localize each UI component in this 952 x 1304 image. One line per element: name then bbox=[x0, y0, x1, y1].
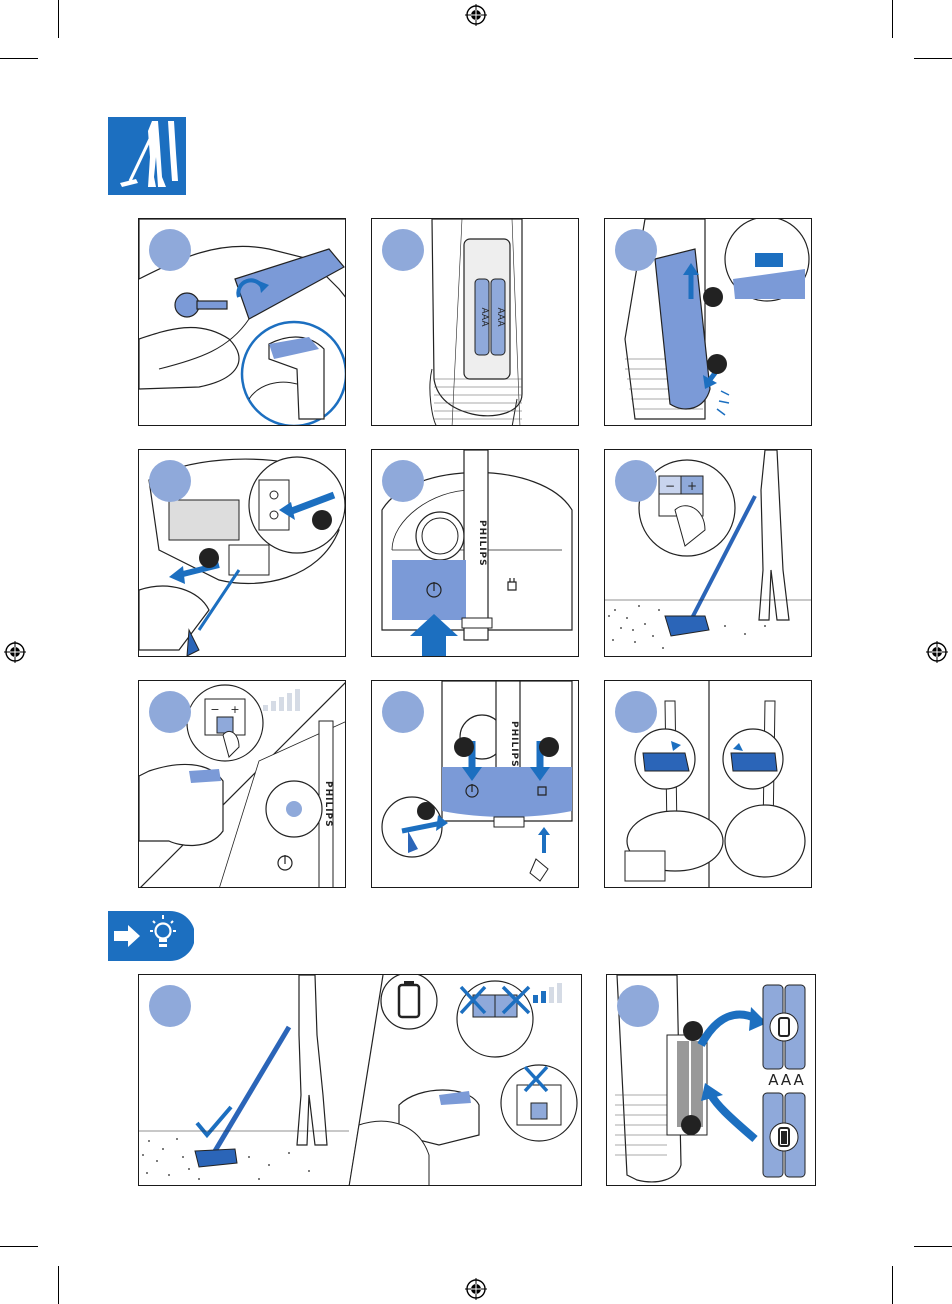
plus-symbol: + bbox=[230, 703, 239, 716]
plus-symbol: + bbox=[687, 479, 697, 493]
step-marker bbox=[617, 985, 659, 1027]
crop-mark bbox=[914, 1246, 952, 1247]
tip-panel-battery-low bbox=[138, 974, 582, 1186]
tip-lightbulb-icon bbox=[108, 911, 194, 961]
step-panel-parking-positions bbox=[604, 680, 812, 888]
crop-mark bbox=[892, 1266, 893, 1304]
step-marker bbox=[382, 460, 424, 502]
vacuuming-person-icon bbox=[108, 117, 186, 195]
brand-logo: PHILIPS bbox=[509, 721, 519, 768]
step-panel-remove-handle-cover bbox=[138, 218, 346, 426]
step-panel-pull-out-cord bbox=[138, 449, 346, 657]
crop-mark bbox=[892, 0, 893, 38]
crop-mark bbox=[0, 58, 38, 59]
step-marker bbox=[149, 985, 191, 1027]
step-marker bbox=[382, 691, 424, 733]
step-marker bbox=[615, 229, 657, 271]
brand-logo: PHILIPS bbox=[323, 781, 333, 828]
crop-mark bbox=[58, 1266, 59, 1304]
step-marker bbox=[615, 691, 657, 733]
tip-panel-replace-batteries: AAA bbox=[606, 974, 816, 1186]
registration-mark bbox=[926, 641, 948, 663]
registration-mark bbox=[465, 1278, 487, 1300]
step-panel-close-battery-cover bbox=[604, 218, 812, 426]
step-marker bbox=[382, 229, 424, 271]
step-panel-switch-on: PHILIPS bbox=[371, 449, 579, 657]
step-marker bbox=[149, 229, 191, 271]
registration-mark bbox=[4, 641, 26, 663]
registration-mark bbox=[465, 4, 487, 26]
svg-text:AAA: AAA bbox=[479, 308, 489, 328]
step-panel-switch-off-and-unplug: PHILIPS bbox=[371, 680, 579, 888]
step-marker bbox=[149, 691, 191, 733]
step-marker bbox=[615, 460, 657, 502]
step-panel-insert-batteries: AAA AAA bbox=[371, 218, 579, 426]
svg-text:AAA: AAA bbox=[495, 308, 505, 328]
step-marker bbox=[149, 460, 191, 502]
crop-mark bbox=[58, 0, 59, 38]
brand-logo: PHILIPS bbox=[477, 520, 487, 567]
minus-symbol: − bbox=[665, 479, 675, 493]
step-panel-start-vacuuming: − + bbox=[604, 449, 812, 657]
crop-mark bbox=[914, 58, 952, 59]
battery-type-label: AAA bbox=[768, 1071, 806, 1089]
step-panel-handle-power-button: PHILIPS − + bbox=[138, 680, 346, 888]
crop-mark bbox=[0, 1246, 38, 1247]
minus-symbol: − bbox=[210, 703, 219, 716]
